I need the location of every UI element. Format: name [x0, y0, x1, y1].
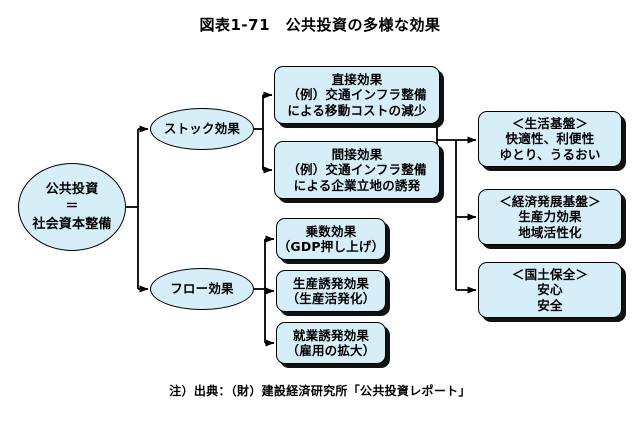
- node-indirect-effect-line-3: による企業立地の誘発: [293, 177, 421, 193]
- node-living-base-line-1: ＜生活基盤＞: [511, 116, 589, 132]
- node-direct-effect-line-1: 直接効果: [331, 72, 383, 88]
- node-land-conservation-line-1: ＜国土保全＞: [511, 267, 589, 283]
- node-land-conservation-line-3: 安全: [537, 297, 563, 313]
- node-public-investment[interactable]: 公共投資 ＝ 社会資本整備: [18, 163, 126, 251]
- node-stock-effect[interactable]: ストック効果: [150, 108, 254, 150]
- node-direct-effect-line-3: による移動コストの減少: [287, 102, 427, 118]
- node-indirect-effect-line-2: （例）交通インフラ整備: [287, 162, 427, 178]
- node-flow-effect[interactable]: フロー効果: [150, 268, 254, 310]
- node-employment-effect-line-1: 就業誘発効果: [292, 327, 370, 343]
- node-economic-base-line-3: 地域活性化: [518, 224, 582, 240]
- node-living-base-line-3: ゆとり、うるおい: [499, 146, 601, 162]
- node-employment-inducement-effect[interactable]: 就業誘発効果 （雇用の拡大）: [276, 322, 386, 364]
- node-direct-effect-line-2: （例）交通インフラ整備: [287, 87, 427, 103]
- node-multiplier-effect-line-1: 乗数効果: [305, 223, 357, 239]
- node-multiplier-effect[interactable]: 乗数効果 （GDP押し上げ）: [276, 218, 386, 260]
- node-economic-base-line-2: 生産力効果: [518, 209, 582, 225]
- node-economic-development-base[interactable]: ＜経済発展基盤＞ 生産力効果 地域活性化: [478, 189, 622, 245]
- figure-title: 図表1-71 公共投資の多様な効果: [199, 16, 441, 34]
- node-direct-effect[interactable]: 直接効果 （例）交通インフラ整備 による移動コストの減少: [274, 66, 440, 124]
- node-production-effect-line-1: 生産誘発効果: [292, 275, 370, 291]
- node-living-base-line-2: 快適性、利便性: [505, 131, 595, 147]
- node-flow-effect-label: フロー効果: [170, 281, 234, 297]
- node-production-effect-line-2: （生産活発化）: [286, 291, 376, 306]
- node-employment-effect-line-2: （雇用の拡大）: [286, 343, 376, 358]
- node-stock-effect-label: ストック効果: [163, 121, 241, 137]
- node-indirect-effect-line-1: 間接効果: [331, 147, 383, 163]
- node-economic-base-line-1: ＜経済発展基盤＞: [499, 194, 601, 210]
- node-land-conservation-line-2: 安心: [537, 282, 563, 298]
- node-public-investment-line-3: 社会資本整備: [32, 216, 112, 232]
- figure-source-note: 注）出典：（財）建設経済研究所「公共投資レポート」: [169, 384, 471, 398]
- node-public-investment-line-2: ＝: [65, 199, 79, 215]
- node-production-inducement-effect[interactable]: 生産誘発効果 （生産活発化）: [276, 270, 386, 312]
- node-public-investment-line-1: 公共投資: [45, 181, 99, 197]
- node-multiplier-effect-line-2: （GDP押し上げ）: [277, 239, 385, 254]
- node-living-base[interactable]: ＜生活基盤＞ 快適性、利便性 ゆとり、うるおい: [478, 111, 622, 167]
- node-land-conservation[interactable]: ＜国土保全＞ 安心 安全: [478, 262, 622, 318]
- node-indirect-effect[interactable]: 間接効果 （例）交通インフラ整備 による企業立地の誘発: [274, 141, 440, 199]
